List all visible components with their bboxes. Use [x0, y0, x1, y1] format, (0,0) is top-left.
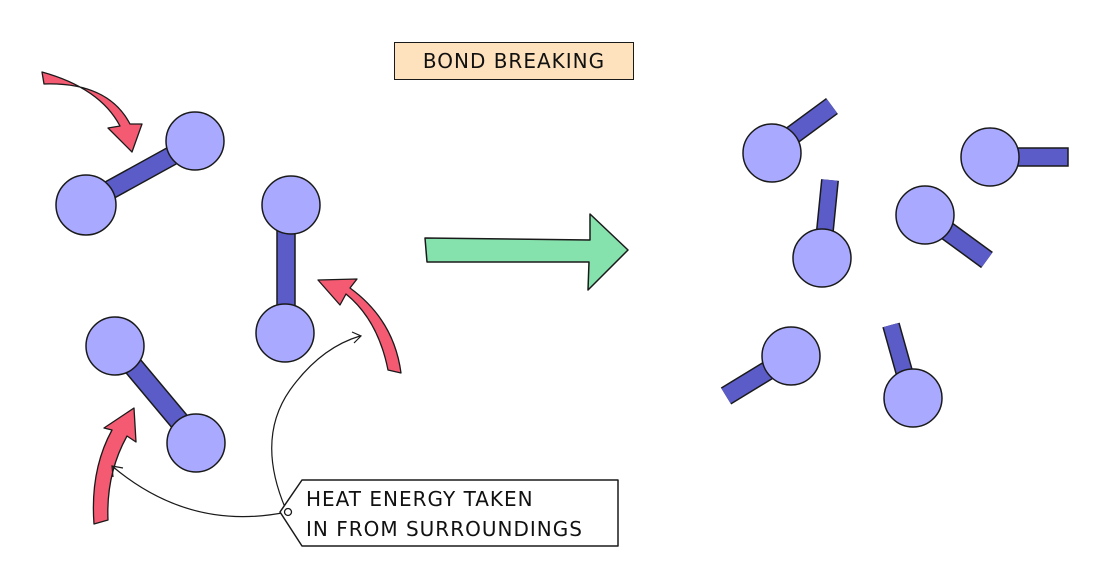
molecule-intact-3 — [85, 316, 226, 473]
heat-arrow-icon — [92, 407, 137, 525]
diagram-title: BOND BREAKING — [394, 42, 634, 80]
reaction-arrow-icon — [424, 213, 629, 291]
fragment-5 — [720, 326, 821, 405]
heat-arrow-icon — [41, 71, 143, 153]
molecule-intact-1 — [55, 111, 225, 236]
atom — [960, 127, 1020, 187]
atom — [761, 326, 821, 386]
fragment-4 — [895, 185, 993, 269]
fragment-1 — [742, 97, 838, 183]
atom — [895, 185, 955, 245]
tag-line-1: HEAT ENERGY TAKEN — [306, 487, 534, 511]
fragment-6 — [882, 322, 943, 428]
heat-arrow-icon — [317, 278, 402, 374]
title-text: BOND BREAKING — [422, 49, 606, 73]
molecule-intact-2 — [255, 175, 321, 363]
atom — [255, 303, 315, 363]
fragment-3 — [792, 179, 852, 288]
tag-outline — [279, 479, 619, 547]
tag-line-2: IN FROM SURROUNDINGS — [306, 517, 583, 541]
atom — [261, 175, 321, 235]
atom — [166, 413, 226, 473]
fragment-2 — [960, 127, 1069, 187]
heat-energy-label: HEAT ENERGY TAKEN IN FROM SURROUNDINGS — [276, 480, 618, 546]
atom — [792, 228, 852, 288]
atom — [883, 368, 943, 428]
atom — [85, 316, 145, 376]
atom — [55, 174, 117, 236]
atom — [742, 123, 802, 183]
atom — [165, 111, 225, 171]
